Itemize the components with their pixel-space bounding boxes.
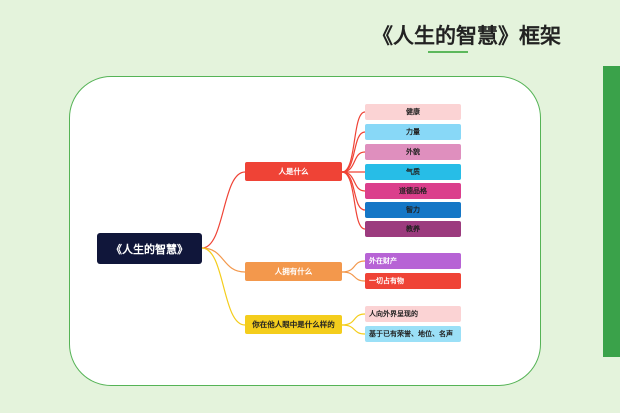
leaf-strength: 力量 — [365, 124, 461, 140]
leaf-education: 教养 — [365, 221, 461, 237]
leaf-moral-character: 道德品格 — [365, 183, 461, 199]
side-accent-bar — [603, 66, 620, 357]
page-title: 《人生的智慧》框架 — [372, 24, 561, 48]
leaf-health: 健康 — [365, 104, 461, 120]
title-underline — [428, 51, 468, 53]
mindmap-card — [69, 76, 541, 386]
leaf-possessions: 一切占有物 — [365, 273, 461, 289]
root-node: 《人生的智慧》 — [97, 233, 202, 264]
leaf-presented-to-world: 人向外界呈现的 — [365, 306, 461, 322]
branch-what-a-man-is: 人是什么 — [245, 162, 342, 181]
leaf-temperament: 气质 — [365, 164, 461, 180]
leaf-appearance: 外貌 — [365, 144, 461, 160]
leaf-honor-status-fame: 基于已有荣誉、地位、名声 — [365, 326, 461, 342]
leaf-intellect: 智力 — [365, 202, 461, 218]
branch-what-a-man-represents: 你在他人眼中是什么样的 — [245, 315, 342, 334]
leaf-external-property: 外在财产 — [365, 253, 461, 269]
branch-what-a-man-has: 人拥有什么 — [245, 262, 342, 281]
